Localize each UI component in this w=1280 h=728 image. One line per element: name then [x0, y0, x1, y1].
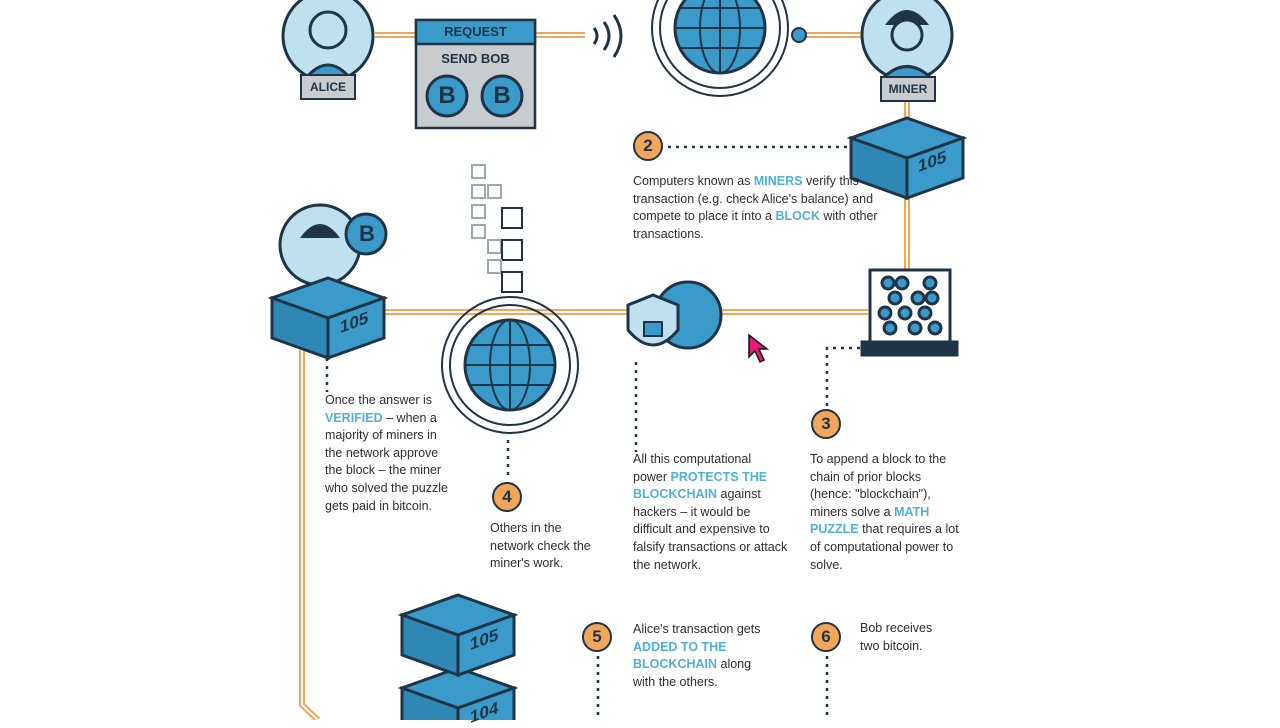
dotted-connectors: [325, 145, 860, 720]
step-4-text: Others in the network check the miner's …: [490, 520, 600, 573]
text: Computers known as: [633, 174, 754, 188]
step-5-badge: 5: [582, 622, 612, 652]
step-3-text: To append a block to the chain of prior …: [810, 451, 960, 574]
highlight: VERIFIED: [325, 410, 383, 425]
coin-symbol: B: [493, 82, 511, 109]
step-3-badge: 3: [811, 409, 841, 439]
rewarded-miner-avatar: [278, 203, 388, 287]
highlight: MATH PUZZLE: [810, 504, 930, 537]
highlight: PROTECTS THE BLOCKCHAIN: [633, 469, 768, 502]
step-2-badge: 2: [633, 131, 663, 161]
highlight: MINERS: [753, 174, 803, 188]
step-6-badge: 6: [811, 622, 841, 652]
text: that requires a lot of computational pow…: [810, 522, 959, 572]
shield-globe-icon: [626, 280, 723, 350]
coin-symbol: B: [359, 221, 375, 246]
bitcoin-coin-icon: [425, 74, 469, 118]
miner-avatar: [860, 0, 954, 82]
protects-note: All this computational power PROTECTS TH…: [633, 451, 788, 574]
text: with other transactions.: [633, 209, 878, 241]
step-5-text: Alice's transaction gets ADDED TO THE BL…: [633, 621, 763, 691]
text: verify this transaction (e.g. check Alic…: [633, 174, 874, 224]
highlight: ADDED TO THE BLOCKCHAIN: [633, 639, 727, 672]
request-body: SEND BOB: [441, 51, 510, 66]
alice-label: ALICE: [300, 74, 356, 100]
text: To append a block to the chain of prior …: [810, 452, 947, 519]
verified-note: Once the answer is VERIFIED – when a maj…: [325, 392, 450, 515]
text: Others in the network check the miner's …: [490, 521, 591, 571]
step-4-badge: 4: [492, 482, 522, 512]
bitcoin-coin-icon: [480, 74, 524, 118]
text: All this computational power: [633, 452, 752, 484]
alice-avatar: [281, 0, 375, 83]
coin-symbol: B: [438, 82, 456, 109]
text: Bob receives two bitcoin.: [860, 621, 933, 653]
signal-icon: [592, 14, 623, 58]
orange-connectors: [299, 32, 910, 720]
network-globe-icon: [440, 295, 580, 435]
miner-label: MINER: [880, 76, 936, 102]
request-card: [414, 18, 537, 130]
text: against hackers – it would be difficult …: [633, 487, 788, 572]
text: Alice's transaction gets: [633, 622, 761, 636]
step-6-text: Bob receives two bitcoin.: [860, 620, 950, 655]
text: – when a majority of miners in the netwo…: [325, 410, 448, 513]
network-globe-icon: [650, 0, 790, 98]
request-header: REQUEST: [444, 24, 507, 39]
highlight: BLOCK: [775, 209, 820, 224]
text: Once the answer is: [325, 393, 432, 407]
mouse-cursor-icon: [748, 333, 770, 364]
text: along with the others.: [633, 657, 752, 689]
abacus-icon: [860, 268, 959, 357]
step-2-text: Computers known as MINERS verify this tr…: [633, 173, 878, 243]
checklist-icon: [471, 164, 523, 293]
